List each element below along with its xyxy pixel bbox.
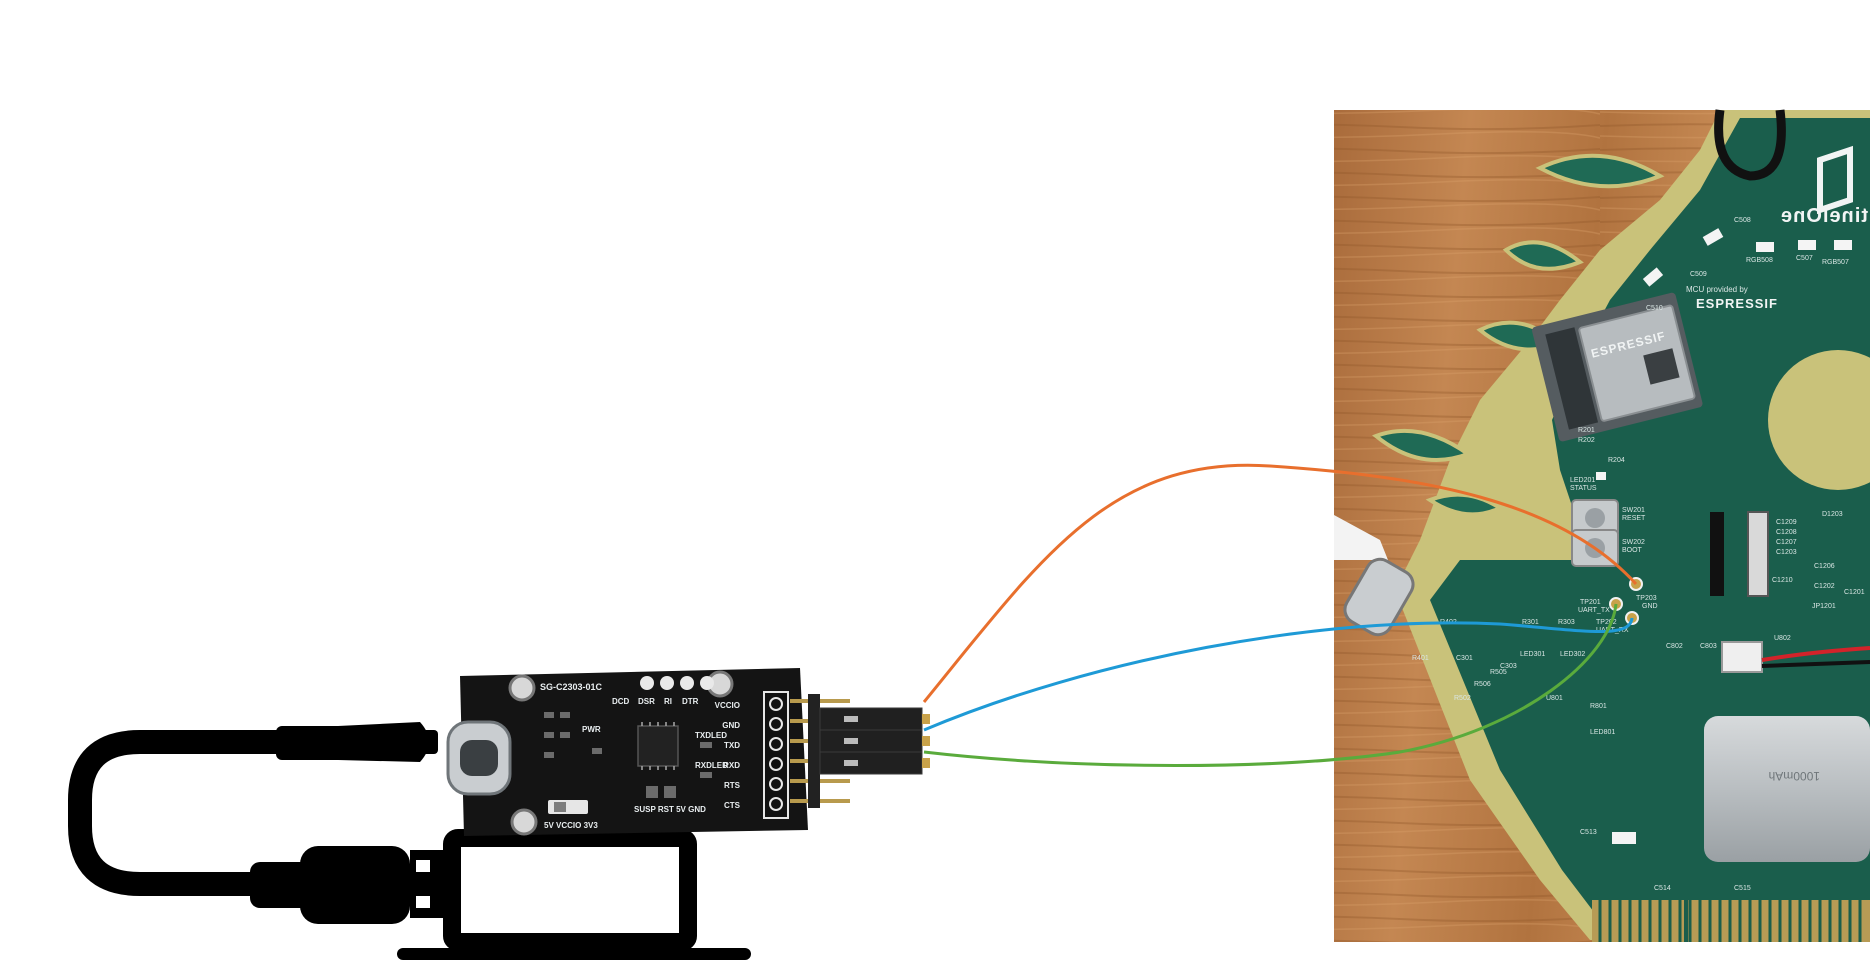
svg-text:BOOT: BOOT bbox=[1622, 547, 1643, 554]
silk-c513: C513 bbox=[1580, 829, 1597, 836]
usb-a-plug-icon bbox=[250, 846, 452, 924]
status-led-id: LED201 bbox=[1570, 477, 1595, 484]
tp201-id: TP201 bbox=[1580, 599, 1601, 606]
silk-c802: C802 bbox=[1666, 643, 1683, 650]
battery-label: 1000mAh bbox=[1769, 769, 1820, 783]
lanyard-loop bbox=[1714, 109, 1786, 181]
silk-c508: C508 bbox=[1734, 217, 1751, 224]
top-pin-dsr: DSR bbox=[638, 697, 655, 706]
silk-c1202: C1202 bbox=[1814, 583, 1835, 590]
silk-c509: C509 bbox=[1690, 271, 1707, 278]
reset-button: SW201 RESET bbox=[1571, 499, 1646, 537]
dupont-connector bbox=[819, 707, 930, 775]
svg-text:SW201: SW201 bbox=[1622, 507, 1645, 514]
silk-led302: LED302 bbox=[1560, 651, 1585, 658]
silk-c515: C515 bbox=[1734, 885, 1751, 892]
s1-logo-icon bbox=[1817, 145, 1853, 215]
pcb-yellow-disc bbox=[1768, 350, 1870, 490]
bottom-pin-labels: SUSP RST 5V GND bbox=[634, 805, 706, 814]
silk-c1210: C1210 bbox=[1772, 577, 1793, 584]
usb-c-plug-icon bbox=[276, 726, 346, 760]
silk-c303: C303 bbox=[1500, 663, 1517, 670]
status-led-label: STATUS bbox=[1570, 485, 1597, 492]
silk-r801: R801 bbox=[1590, 703, 1607, 710]
tp203-label: GND bbox=[1642, 603, 1658, 610]
silk-c1207: C1207 bbox=[1776, 539, 1797, 546]
silk-led301: LED301 bbox=[1520, 651, 1545, 658]
pin-label-txd: TXD bbox=[724, 741, 740, 750]
green-wire bbox=[923, 603, 1618, 767]
silk-d1203: D1203 bbox=[1822, 511, 1843, 518]
silk-c1206: C1206 bbox=[1814, 563, 1835, 570]
silk-r505: R505 bbox=[1490, 669, 1507, 676]
silk-r502: R502 bbox=[1454, 695, 1471, 702]
status-led bbox=[1596, 472, 1606, 480]
silk-c1201: C1201 bbox=[1844, 589, 1865, 596]
silk-jp1201: JP1201 bbox=[1812, 603, 1836, 610]
pin-label-rxd: RXD bbox=[723, 761, 740, 770]
rxdled-label: RXDLED bbox=[695, 761, 728, 770]
silk-c1203: C1203 bbox=[1776, 549, 1797, 556]
leaf-decoration bbox=[1372, 153, 1665, 517]
sentinelone-mirrored: SentinelOne bbox=[1780, 205, 1870, 227]
silk-r204: R204 bbox=[1608, 457, 1625, 464]
silk-u802: U802 bbox=[1774, 635, 1791, 642]
mcu-note: MCU provided by bbox=[1686, 285, 1748, 294]
silk-u801: U801 bbox=[1546, 695, 1563, 702]
silk-c507: C507 bbox=[1796, 255, 1813, 262]
silk-r303: R303 bbox=[1558, 619, 1575, 626]
lipo-battery bbox=[1704, 716, 1870, 862]
pin-label-cts: CTS bbox=[724, 801, 741, 810]
silk-r401: R401 bbox=[1412, 655, 1429, 662]
side-header bbox=[763, 691, 789, 819]
pin-label-rts: RTS bbox=[724, 781, 741, 790]
tp202-id: TP202 bbox=[1596, 619, 1617, 626]
svg-text:SW202: SW202 bbox=[1622, 539, 1645, 546]
battery-connector bbox=[1721, 641, 1763, 673]
txdled-label: TXDLED bbox=[695, 731, 727, 740]
silk-r301: R301 bbox=[1522, 619, 1539, 626]
badge-board-photo: ESPRESSIF MCU provided by ESPRESSIF Sent… bbox=[1334, 109, 1870, 942]
battery-red-wire bbox=[1761, 646, 1870, 662]
orange-wire bbox=[922, 463, 1638, 703]
battery-black-wire bbox=[1761, 660, 1870, 668]
usb-cable-icon bbox=[68, 722, 452, 924]
esp32-module: ESPRESSIF bbox=[1532, 292, 1703, 442]
silk-c301: C301 bbox=[1456, 655, 1473, 662]
uart-chip bbox=[637, 725, 679, 767]
espressif-logo-text: ESPRESSIF bbox=[1696, 296, 1778, 311]
edge-connector bbox=[1592, 896, 1870, 942]
top-pin-dcd: DCD bbox=[612, 697, 630, 706]
silk-c514: C514 bbox=[1654, 885, 1671, 892]
silk-r506: R506 bbox=[1474, 681, 1491, 688]
fpc-connector bbox=[1747, 511, 1769, 597]
silk-r202: R202 bbox=[1578, 437, 1595, 444]
adapter-model: SG-C2303-01C bbox=[540, 682, 603, 692]
svg-text:RESET: RESET bbox=[1622, 515, 1646, 522]
top-pin-ri: RI bbox=[664, 697, 672, 706]
top-pin-dtr: DTR bbox=[682, 697, 699, 706]
silk-rgb508: RGB508 bbox=[1746, 257, 1773, 264]
blue-wire bbox=[923, 617, 1634, 732]
tp203-id: TP203 bbox=[1636, 595, 1657, 602]
silk-c1209: C1209 bbox=[1776, 519, 1797, 526]
rgb-leds bbox=[1612, 228, 1852, 844]
silk-c803: C803 bbox=[1700, 643, 1717, 650]
silk-c1208: C1208 bbox=[1776, 529, 1797, 536]
pwr-label: PWR bbox=[582, 725, 601, 734]
pin-label-vccio: VCCIO bbox=[715, 701, 740, 710]
tp201-label: UART_TX bbox=[1578, 607, 1610, 614]
silk-rgb507: RGB507 bbox=[1822, 259, 1849, 266]
top-header bbox=[640, 676, 714, 690]
silk-r201: R201 bbox=[1578, 427, 1595, 434]
usb-uart-adapter: SG-C2303-01C DCD DSR RI DTR PWR TXDLED R… bbox=[446, 668, 808, 836]
pin-label-gnd: GND bbox=[722, 721, 740, 730]
switch-labels: 5V VCCIO 3V3 bbox=[544, 821, 598, 830]
mount-hole bbox=[510, 808, 538, 836]
silk-c510: C510 bbox=[1646, 305, 1663, 312]
silk-led801: LED801 bbox=[1590, 729, 1615, 736]
pcb-slot bbox=[1710, 512, 1724, 596]
mount-hole bbox=[508, 674, 536, 702]
